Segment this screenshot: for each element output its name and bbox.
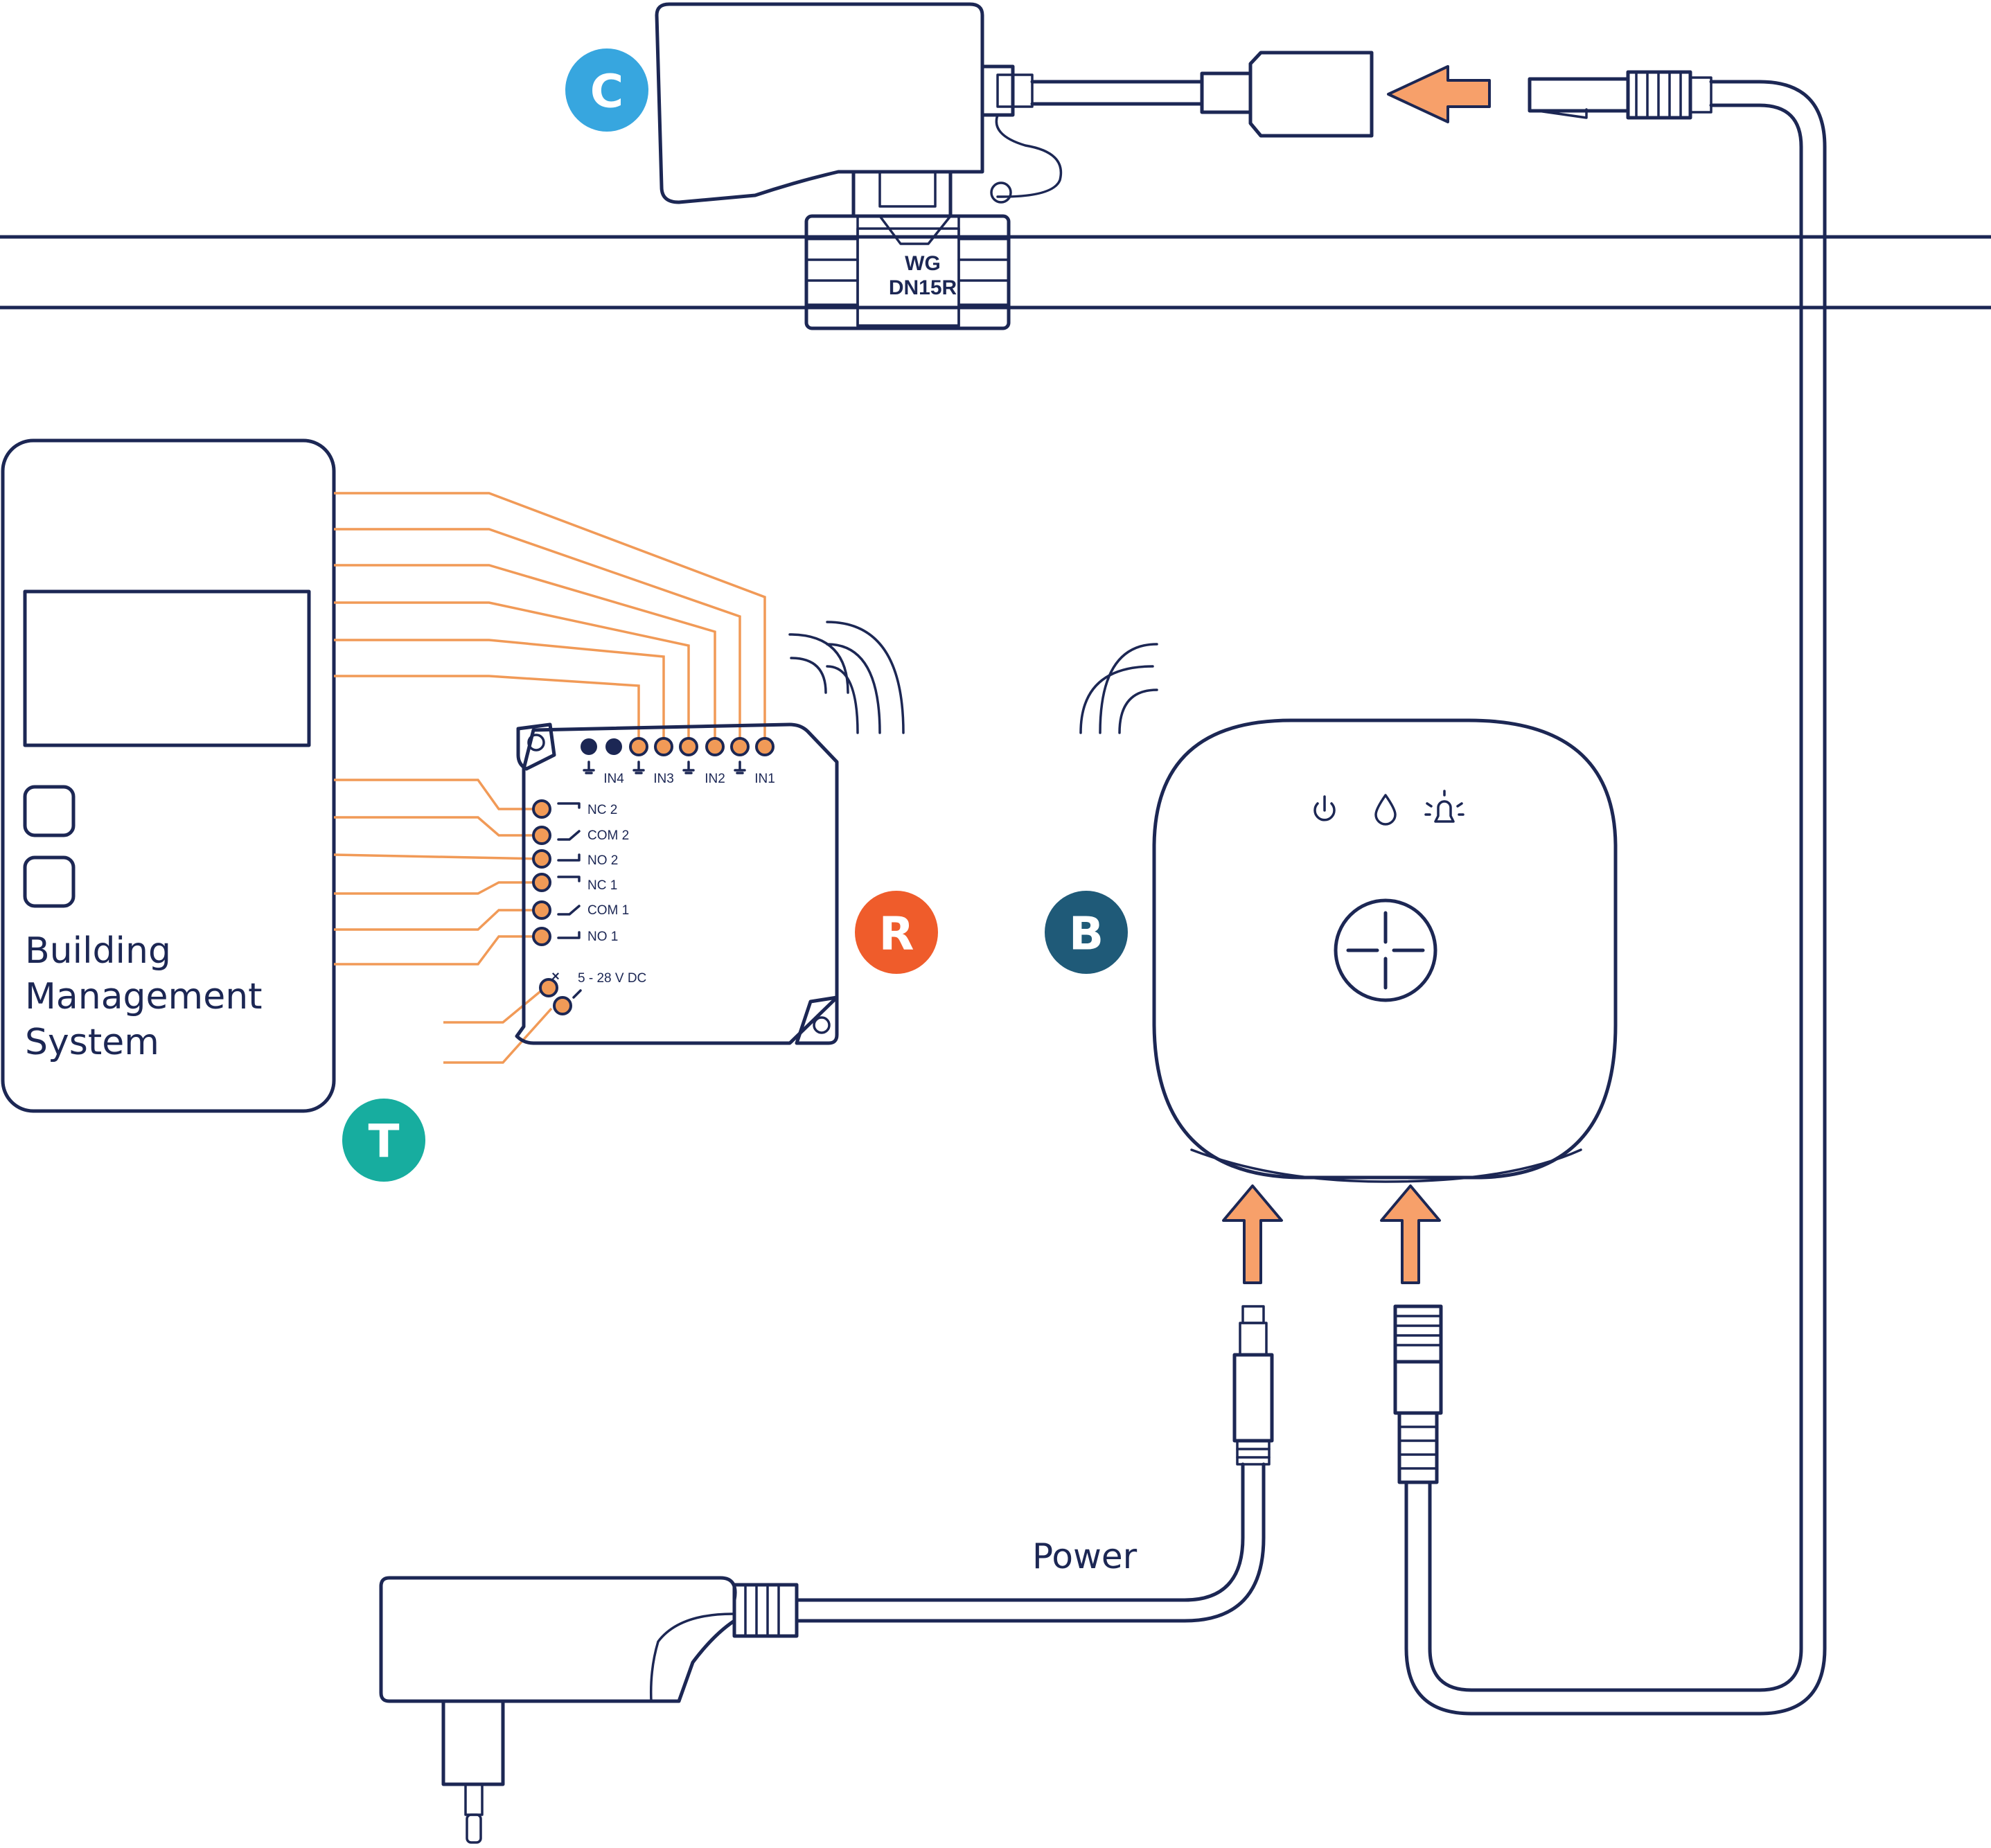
bms-label: Building Management System <box>25 928 263 1065</box>
bms-label-line1: Building <box>25 930 171 972</box>
base-station <box>1152 718 1618 1183</box>
network-plug-bottom <box>1393 1304 1443 1484</box>
label-nc1: NC 1 <box>587 878 617 893</box>
badge-c: C <box>565 48 648 132</box>
label-com1: COM 1 <box>587 903 629 918</box>
arrow-up-icon <box>1380 1184 1441 1284</box>
wireless-signal-icon <box>788 621 905 734</box>
relay-module: IN4 IN3 IN2 IN1 NC 2 COM 2 NO 2 NC 1 COM… <box>515 722 839 1045</box>
center-button-cross-icon <box>1334 898 1437 1002</box>
bms-button-2 <box>23 855 76 908</box>
power-x-symbol: × <box>551 969 560 984</box>
valve-model-line2: DN15R <box>889 276 957 299</box>
label-in3: IN3 <box>653 772 674 786</box>
wireless-signal-icon <box>1079 643 1158 734</box>
label-no2: NO 2 <box>587 853 618 868</box>
motorized-valve: WG DN15R <box>655 2 1374 330</box>
badge-r: R <box>855 891 938 974</box>
bms-button-1 <box>23 785 76 837</box>
alarm-bell-icon <box>1424 790 1465 823</box>
badge-c-letter: C <box>590 65 623 118</box>
label-no1: NO 1 <box>587 930 618 944</box>
bms-input-wires <box>334 492 766 747</box>
badge-t: T <box>342 1099 425 1182</box>
power-icon <box>1313 795 1336 821</box>
power-adapter <box>379 1576 799 1844</box>
arrow-left-icon <box>1387 65 1491 123</box>
building-management-system <box>1 438 336 1113</box>
badge-b-letter: B <box>1069 907 1104 961</box>
power-cable <box>795 1462 1266 1623</box>
network-cable <box>1404 80 1827 1716</box>
label-in1: IN1 <box>754 772 775 786</box>
arrow-up-icon <box>1222 1184 1283 1284</box>
label-in4: IN4 <box>603 772 624 786</box>
power-cable-label: Power <box>1032 1536 1138 1576</box>
label-nc2: NC 2 <box>587 803 617 817</box>
bms-label-line3: System <box>25 1022 159 1063</box>
network-plug-top <box>1528 70 1713 120</box>
badge-b: B <box>1045 891 1128 974</box>
bms-label-line2: Management <box>25 976 263 1018</box>
water-pipe <box>0 235 1991 310</box>
bms-relay-wires <box>333 779 553 1064</box>
label-com2: COM 2 <box>587 828 629 843</box>
badge-r-letter: R <box>879 907 914 961</box>
valve-model-line1: WG <box>905 252 941 275</box>
water-drop-icon <box>1374 794 1397 826</box>
badge-t-letter: T <box>368 1115 399 1169</box>
dc-barrel-plug <box>1232 1305 1274 1466</box>
bms-display <box>23 589 311 747</box>
label-power-range: 5 - 28 V DC <box>578 971 646 986</box>
label-in2: IN2 <box>705 772 725 786</box>
